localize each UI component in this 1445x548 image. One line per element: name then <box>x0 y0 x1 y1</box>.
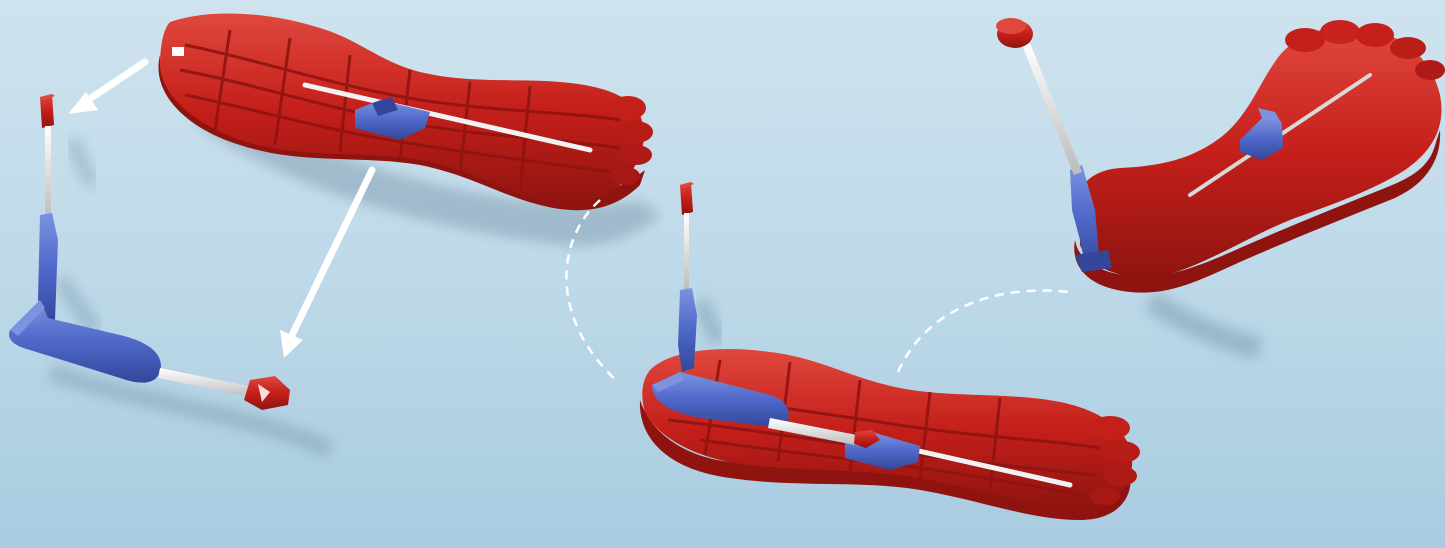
assembly-diagram <box>0 0 1445 548</box>
